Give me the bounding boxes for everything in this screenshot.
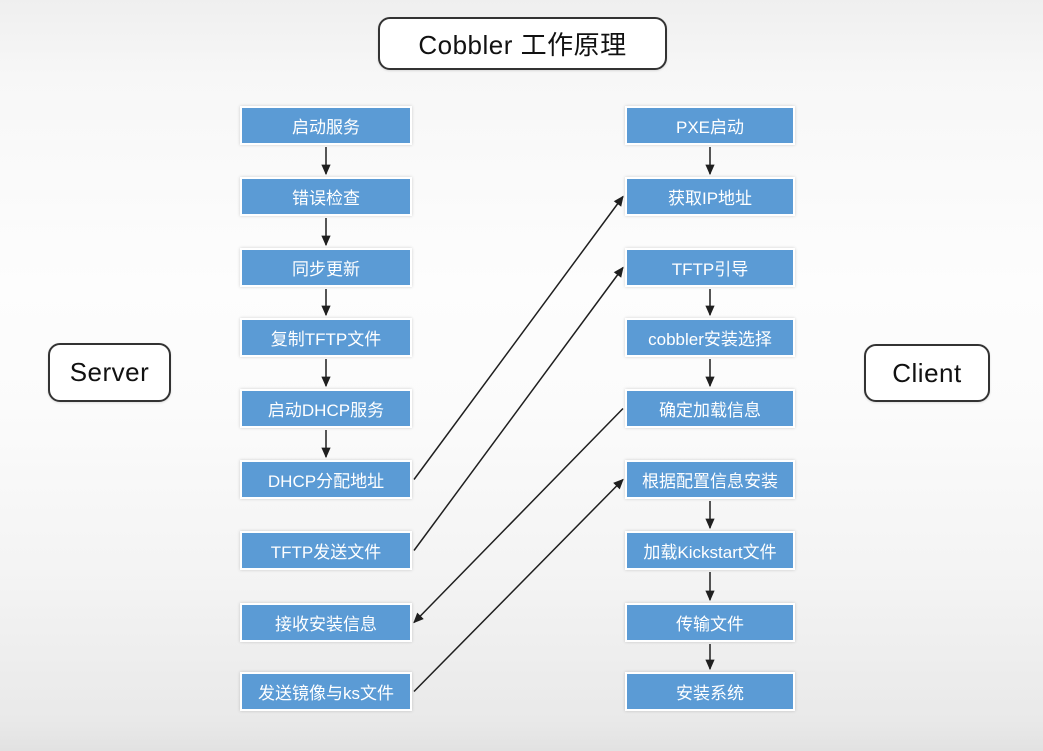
server-step-5: 启动DHCP服务 (240, 389, 412, 428)
arrow-cross-server-7-to-client-3 (413, 266, 624, 551)
arrow-cross-client-5-to-server-8 (413, 407, 624, 624)
client-step-4: cobbler安装选择 (625, 318, 795, 357)
client-step-9: 安装系统 (625, 672, 795, 711)
client-step-7: 加载Kickstart文件 (625, 531, 795, 570)
arrow-cross-server-6-to-client-2 (413, 195, 624, 480)
client-step-8: 传输文件 (625, 603, 795, 642)
server-step-3: 同步更新 (240, 248, 412, 287)
server-step-9: 发送镜像与ks文件 (240, 672, 412, 711)
server-step-4: 复制TFTP文件 (240, 318, 412, 357)
server-step-2: 错误检查 (240, 177, 412, 216)
client-side-label: Client (864, 344, 990, 402)
client-step-3: TFTP引导 (625, 248, 795, 287)
server-step-6: DHCP分配地址 (240, 460, 412, 499)
diagram-title: Cobbler 工作原理 (378, 17, 667, 70)
server-step-7: TFTP发送文件 (240, 531, 412, 570)
client-step-5: 确定加载信息 (625, 389, 795, 428)
server-step-8: 接收安装信息 (240, 603, 412, 642)
server-side-label: Server (48, 343, 171, 402)
client-step-6: 根据配置信息安装 (625, 460, 795, 499)
server-step-1: 启动服务 (240, 106, 412, 145)
client-step-1: PXE启动 (625, 106, 795, 145)
client-step-2: 获取IP地址 (625, 177, 795, 216)
arrow-cross-server-9-to-client-6 (413, 478, 624, 693)
